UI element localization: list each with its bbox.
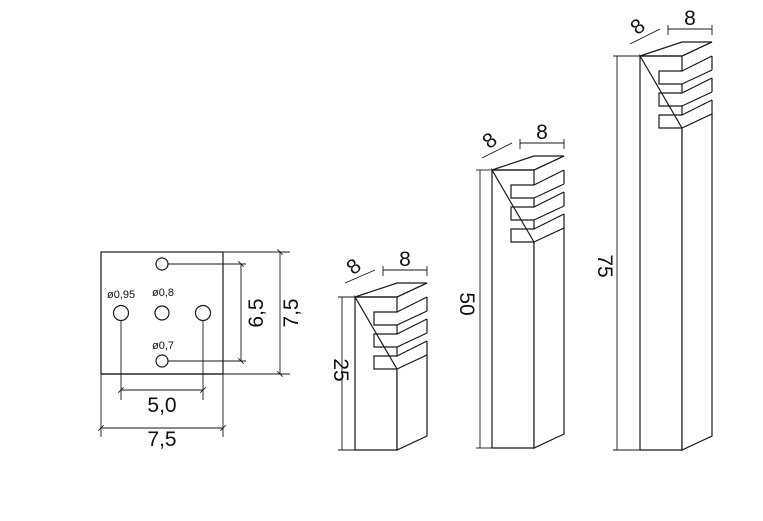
bollard-large-fin-3 [658, 106, 683, 129]
base-plate: ø0,95 ø0,8 ø0,7 5,0 7,5 6,5 7,5 [97, 248, 303, 451]
hole-label-08: ø0,8 [152, 287, 174, 299]
bollard-medium-fin-1-top [533, 169, 565, 186]
dim-inner-width: 5,0 [147, 394, 176, 417]
bollard-medium-side-face [533, 227, 565, 449]
bollard-small-fin-3-top [396, 340, 428, 357]
bollard-large-fin-3-top [681, 99, 713, 116]
bollard-small-fin-2-top [396, 318, 428, 335]
bollard-medium-height: 50 [455, 292, 478, 315]
hole-right [194, 304, 212, 322]
bollard-large-height: 75 [593, 254, 616, 277]
bollard-medium-fin-3 [510, 220, 535, 243]
bollard-medium-fin-1-bottom [533, 183, 565, 199]
bollard-large-fin-1 [658, 56, 683, 85]
bollard-small-fin-3 [373, 347, 398, 370]
hole-center [154, 305, 170, 321]
hole-bottom [155, 354, 169, 368]
bollard-medium-fin-1 [510, 170, 535, 199]
bollard-large-width: 8 [684, 7, 696, 30]
hole-label-07: ø0,7 [152, 340, 174, 352]
bollard-large-top [639, 41, 713, 57]
bollard-small-fin-2 [373, 325, 428, 348]
bollard-medium-fin-2 [510, 198, 535, 221]
bollard-medium: 50 8 8 [455, 121, 565, 449]
bollard-small-depth-line [344, 269, 376, 284]
bollard-small: 25 8 8 [329, 248, 428, 451]
bollard-medium-fin-3-top [533, 213, 565, 230]
bollard-large-fin-2 [658, 84, 683, 107]
bollard-small-width: 8 [399, 248, 411, 271]
bollard-medium-fin-2-top [533, 191, 565, 208]
hole-label-095: ø0,95 [107, 289, 135, 301]
bollard-small-top [354, 282, 428, 298]
bollard-small-fin-1 [373, 297, 428, 326]
bollard-medium-fin-2-bottom [533, 205, 565, 221]
bollard-large-fin-2-top [681, 77, 713, 94]
bollard-medium-width: 8 [536, 121, 548, 144]
dim-outer-height: 7,5 [280, 298, 303, 327]
bollard-medium-top [491, 155, 565, 171]
bollard-large-fin-2-bottom [681, 91, 713, 107]
dim-inner-height: 6,5 [245, 298, 268, 327]
hole-left [112, 304, 130, 322]
bollard-small-front-face [354, 294, 398, 451]
hole-top [155, 257, 169, 271]
bollard-medium-depth-line [481, 142, 513, 159]
bollard-small-fin-1-top [396, 296, 428, 313]
bollard-small-side-face [396, 354, 428, 451]
bollard-large: 75 8 8 [593, 7, 713, 451]
dim-outer-width: 7,5 [147, 428, 176, 451]
bollard-large-side-face [681, 113, 713, 451]
bollard-small-height: 25 [329, 358, 352, 381]
bollard-large-depth-line [629, 28, 661, 45]
bollard-medium-front-face [491, 167, 535, 449]
bollard-large-fin-1-top [681, 55, 713, 72]
bollard-large-fin-1-bottom [681, 69, 713, 85]
